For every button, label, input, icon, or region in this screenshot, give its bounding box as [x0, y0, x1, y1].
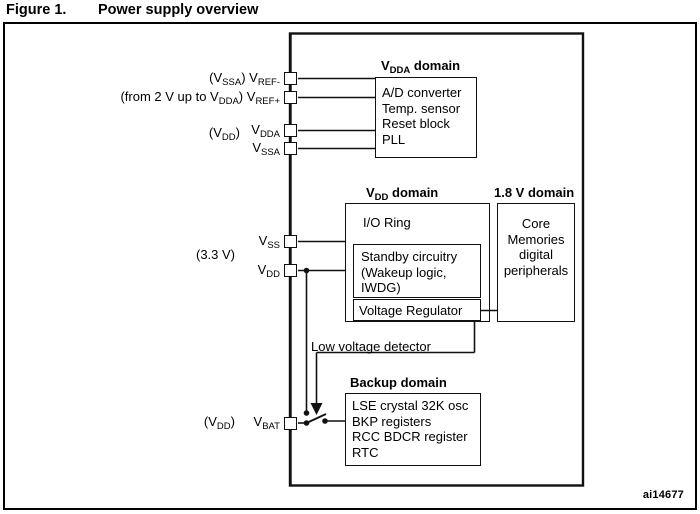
core-domain-box [497, 203, 575, 322]
annotation-vssa-paren: (VSSA) [209, 70, 246, 88]
core-domain-items: Core Memories digital peripherals [503, 216, 569, 278]
backup-domain-box [345, 393, 481, 466]
pin-name-vref-minus: VREF- [249, 70, 280, 88]
lvd-control-arrow-icon [310, 403, 323, 415]
pin-label-vdd: VDD [257, 262, 280, 280]
pin-label-vdda: VDDA [251, 122, 280, 140]
vdda-domain-box [375, 77, 477, 158]
annotation-vbat-supply: (VDD) [203, 414, 235, 432]
annotation-supply-33v: (3.3 V) [195, 247, 235, 262]
core-domain-title: 1.8 V domain [494, 185, 575, 200]
pin-vdd[interactable] [284, 264, 297, 277]
switch-contact-upper [303, 410, 310, 416]
pin-vref-plus[interactable] [284, 91, 297, 104]
voltage-regulator-box [353, 299, 481, 321]
low-voltage-detector-label: Low voltage detector [311, 339, 431, 354]
voltage-regulator-text: Voltage Regulator [359, 303, 463, 318]
figure-title-text: Power supply overview [98, 2, 259, 18]
vdda-domain-title: VDDA domain [381, 58, 461, 76]
figure-credit: ai14677 [642, 489, 684, 501]
pin-vss[interactable] [284, 235, 297, 248]
pin-vdda[interactable] [284, 124, 297, 137]
vdd-domain-items: I/O Ring [363, 215, 411, 230]
backup-domain-items: LSE crystal 32K osc BKP registers RCC BD… [352, 398, 469, 460]
pin-name-vref-plus: VREF+ [246, 89, 280, 107]
vdd-domain-box [345, 203, 490, 322]
annotation-vref-plus-range: (from 2 V up to VDDA) [120, 89, 244, 107]
pin-vbat[interactable] [284, 417, 297, 430]
pin-vref-minus[interactable] [284, 72, 297, 85]
pin-label-vssa: VSSA [252, 140, 280, 158]
pin-label-vref-minus: (VSSA) VREF- [80, 70, 280, 88]
standby-circuitry-box [353, 244, 481, 298]
pin-vssa[interactable] [284, 142, 297, 155]
switch-blade [306, 413, 327, 424]
figure-title: Figure 1. Power supply overview [6, 1, 696, 21]
pin-label-vref-plus: (from 2 V up to VDDA) VREF+ [40, 89, 280, 107]
pin-label-vss: VSS [258, 233, 280, 251]
vdda-domain-items: A/D converter Temp. sensor Reset block P… [382, 85, 462, 147]
pin-label-vbat: VBAT [253, 414, 280, 432]
figure-frame [3, 22, 697, 510]
figure-number: Figure 1. [6, 2, 67, 18]
annotation-vdda-supply: (VDD) [208, 125, 240, 143]
vdd-domain-title: VDD domain [366, 185, 439, 203]
backup-domain-title: Backup domain [350, 375, 447, 390]
standby-circuitry-text: Standby circuitry (Wakeup logic, IWDG) [361, 249, 458, 296]
